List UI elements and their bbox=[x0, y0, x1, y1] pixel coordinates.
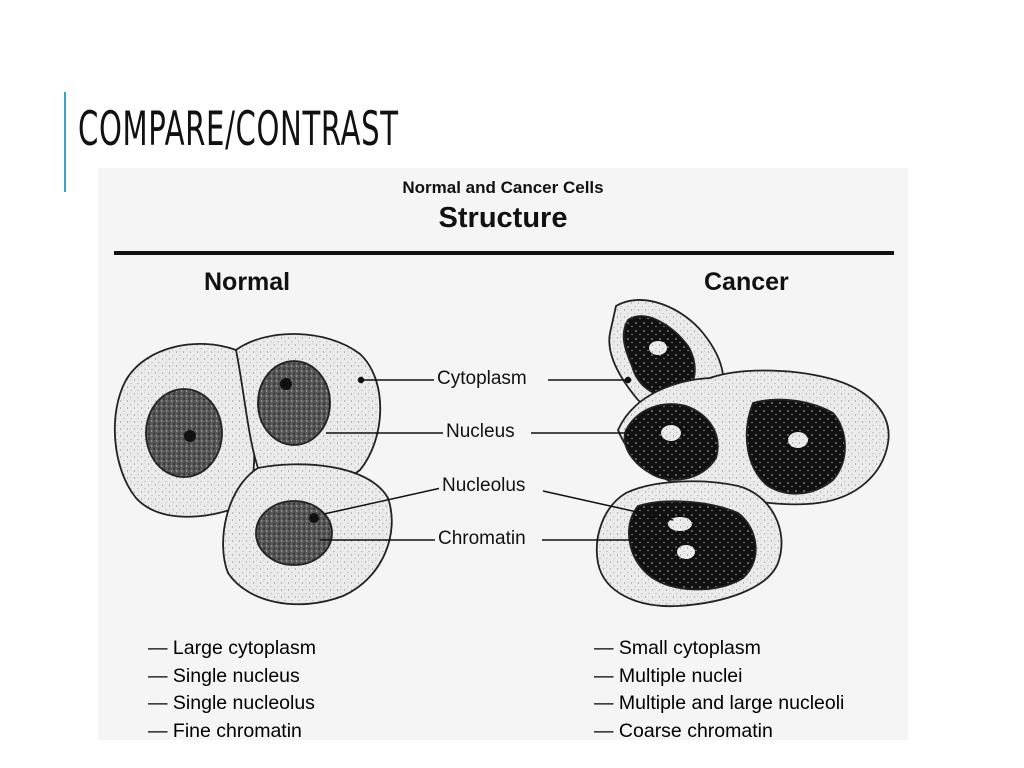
figure-subtitle: Normal and Cancer Cells bbox=[402, 178, 604, 197]
leader-nucleolus-normal bbox=[323, 487, 442, 515]
slide-title: COMPARE/CONTRAST bbox=[78, 102, 399, 157]
normal-feature-list: — Large cytoplasm — Single nucleus — Sin… bbox=[148, 635, 316, 745]
leader-nucleolus-cancer bbox=[542, 490, 674, 521]
cell-illustration bbox=[113, 251, 894, 608]
cancer-nucleolus-middle-left bbox=[661, 425, 681, 441]
title-accent-bar bbox=[64, 92, 66, 192]
label-nucleolus: Nucleolus bbox=[439, 475, 529, 497]
cell-diagram: Normal and Cancer Cells Structure Normal… bbox=[98, 168, 908, 742]
cancer-nucleolus-top bbox=[649, 341, 667, 355]
cancer-nucleus-bottom bbox=[628, 500, 757, 591]
cancer-feature: — Small cytoplasm bbox=[594, 637, 761, 659]
normal-nucleus-right bbox=[257, 360, 331, 446]
cancer-nucleolus-middle-right bbox=[788, 432, 808, 448]
cancer-nucleus-middle-left bbox=[623, 403, 719, 481]
normal-nucleolus-bottom bbox=[309, 513, 319, 523]
leader-lines bbox=[320, 376, 674, 541]
cancer-feature: — Coarse chromatin bbox=[594, 719, 773, 742]
normal-nucleolus-right bbox=[280, 378, 292, 390]
cancer-heading: Cancer bbox=[704, 268, 789, 296]
label-nucleus: Nucleus bbox=[443, 421, 518, 443]
cancer-feature-list: — Small cytoplasm — Multiple nuclei — Mu… bbox=[594, 635, 844, 745]
normal-nucleus-bottom bbox=[255, 500, 333, 566]
normal-feature: — Single nucleus bbox=[148, 664, 300, 687]
cancer-feature: — Multiple nuclei bbox=[594, 664, 743, 687]
figure-title: Structure bbox=[438, 202, 568, 234]
label-cytoplasm: Cytoplasm bbox=[434, 368, 530, 390]
normal-feature: — Large cytoplasm bbox=[148, 637, 316, 659]
normal-cells bbox=[113, 333, 393, 606]
header-rule bbox=[114, 251, 894, 255]
normal-nucleus-left bbox=[145, 388, 223, 478]
label-chromatin: Chromatin bbox=[435, 528, 529, 550]
cancer-nucleolus-bottom-2 bbox=[677, 545, 695, 559]
cancer-cells bbox=[595, 299, 890, 608]
normal-feature: — Fine chromatin bbox=[148, 719, 302, 742]
cancer-feature: — Multiple and large nucleoli bbox=[594, 692, 845, 714]
normal-heading: Normal bbox=[204, 268, 291, 296]
cancer-nucleolus-bottom-1 bbox=[668, 517, 692, 531]
normal-feature: — Single nucleolus bbox=[148, 692, 315, 714]
normal-nucleolus-left bbox=[184, 430, 196, 442]
